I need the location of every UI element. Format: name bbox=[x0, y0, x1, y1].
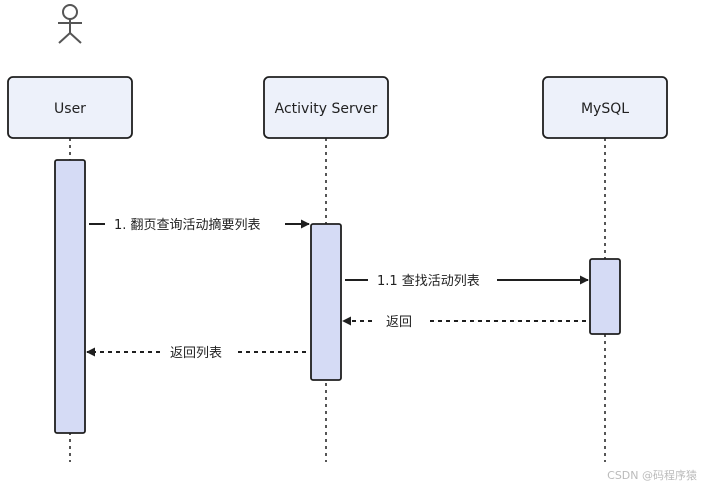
participant-db: MySQL bbox=[542, 76, 668, 139]
activation-db bbox=[589, 258, 621, 335]
actor-icon bbox=[58, 4, 82, 44]
activation-server bbox=[310, 223, 342, 381]
message-query-list: 1. 翻页查询活动摘要列表 bbox=[89, 217, 310, 233]
message-find-list: 1.1 查找活动列表 bbox=[345, 274, 589, 289]
message-query-list-label: 1. 翻页查询活动摘要列表 bbox=[114, 217, 261, 233]
message-return-label: 返回 bbox=[386, 315, 412, 330]
participant-server-label: Activity Server bbox=[275, 101, 378, 117]
message-find-list-label: 1.1 查找活动列表 bbox=[377, 274, 480, 289]
participant-user-label: User bbox=[54, 101, 86, 117]
participant-server: Activity Server bbox=[263, 76, 389, 139]
participant-db-label: MySQL bbox=[581, 101, 629, 117]
watermark: CSDN @码程序猿 bbox=[607, 468, 697, 482]
message-return: 返回 bbox=[342, 315, 586, 330]
message-return-list: 返回列表 bbox=[86, 346, 306, 361]
participant-user: User bbox=[7, 76, 133, 139]
activation-user bbox=[54, 159, 86, 434]
message-return-list-label: 返回列表 bbox=[170, 346, 222, 361]
